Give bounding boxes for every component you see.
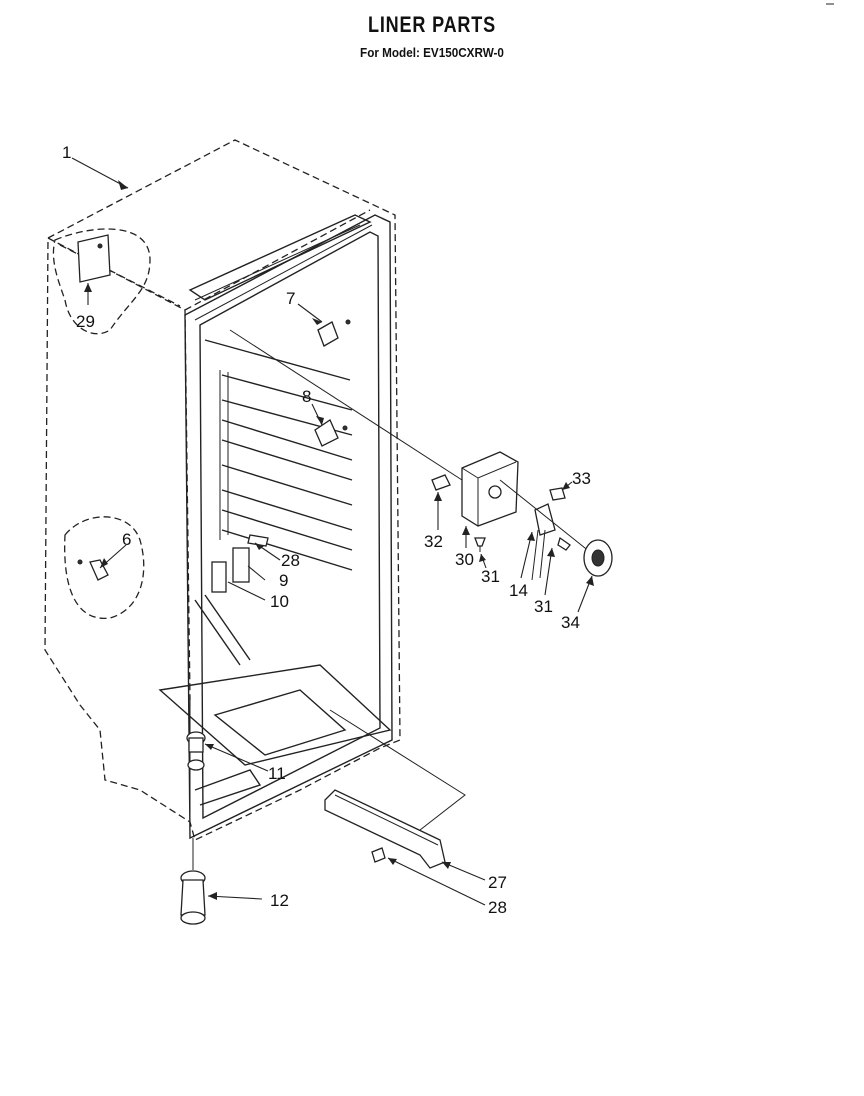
callout-12: 12 [270, 891, 289, 910]
model-subtitle: For Model: EV150CXRW-0 [360, 45, 504, 60]
part-14-bracket [499, 479, 601, 581]
callout-1: 1 [62, 143, 71, 162]
callout-27: 27 [488, 873, 507, 892]
callout-34: 34 [561, 613, 580, 632]
part-28-screw-bottom [371, 847, 386, 863]
detail-bubble-29 [52, 228, 151, 335]
callout-28-lower: 28 [488, 898, 507, 917]
liner-body [158, 214, 393, 840]
part-7-bracket [317, 319, 351, 347]
part-30-control-box [229, 329, 519, 527]
callout-32: 32 [424, 532, 443, 551]
detail-bubble-6 [64, 516, 145, 620]
callout-6: 6 [122, 530, 131, 549]
callout-31-right: 31 [534, 597, 553, 616]
callout-29: 29 [76, 312, 95, 331]
callout-31-left: 31 [481, 567, 500, 586]
callout-7: 7 [286, 289, 295, 308]
callout-30: 30 [455, 550, 474, 569]
callout-11: 11 [268, 764, 286, 783]
part-9-10-hinge [211, 534, 269, 593]
callout-14: 14 [509, 581, 528, 600]
callout-labels: 1 29 7 8 6 28 9 10 11 12 27 28 32 30 31 … [62, 143, 591, 917]
callout-33: 33 [572, 469, 591, 488]
part-11-glide [186, 731, 206, 771]
callout-28-upper: 28 [281, 551, 300, 570]
diagram-title: LINER PARTS [368, 12, 496, 37]
part-12-leveler [180, 838, 206, 925]
part-31-screws [474, 536, 571, 552]
part-8-bracket [314, 419, 348, 447]
callout-9: 9 [279, 571, 288, 590]
leader-lines [71, 157, 594, 906]
part-27-bracket [324, 709, 466, 869]
callout-10: 10 [270, 592, 289, 611]
part-33-screw [549, 487, 566, 501]
part-32-plug [431, 474, 451, 491]
callout-8: 8 [302, 387, 311, 406]
part-34-knob [583, 539, 613, 577]
